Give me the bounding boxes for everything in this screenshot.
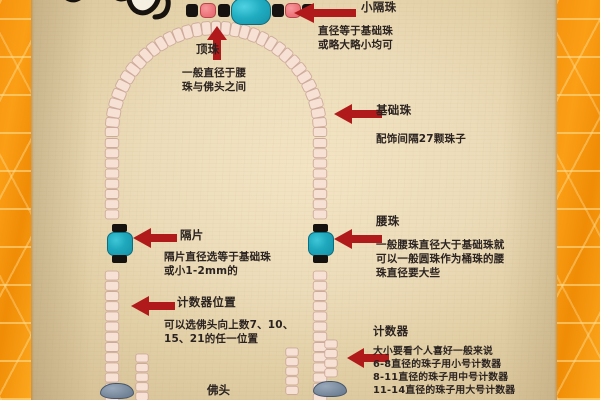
arrow-ding-zhu bbox=[207, 26, 227, 60]
yao-zhu-cap-bottom bbox=[313, 255, 328, 263]
annotation-ji-shu-qi: 计数器 bbox=[373, 324, 409, 339]
arrow-ge-pian bbox=[133, 228, 177, 248]
annotation-ding-zhu-body-wrap: 一般直径于腰 珠与佛头之间 bbox=[182, 66, 246, 94]
annotation-ge-pian-body-wrap: 隔片直径选等于基础珠 或小1-2mm的 bbox=[164, 250, 271, 278]
buddha-head-left bbox=[100, 383, 134, 399]
annotation-ji-chu-zhu-title: 基础珠 bbox=[376, 103, 412, 117]
annotation-ji-shu-qi-title: 计数器 bbox=[373, 324, 409, 338]
annotation-ge-pian: 隔片 bbox=[180, 228, 204, 243]
border-edge-right bbox=[554, 0, 557, 400]
cartoon-hand-illustration bbox=[50, 0, 176, 42]
annotation-yao-zhu: 腰珠 bbox=[376, 214, 400, 229]
annotation-ji-shu-qi-body: 大小要看个人喜好一般来说 6-8直径的珠子用小号计数器 8-11直径的珠子用中号… bbox=[373, 346, 516, 396]
yao-zhu-bead bbox=[308, 232, 334, 256]
border-strip-right bbox=[557, 0, 600, 400]
annotation-ding-zhu-body: 一般直径于腰 珠与佛头之间 bbox=[182, 67, 247, 94]
top-cluster-black-bead-left bbox=[186, 4, 198, 17]
annotation-xiao-ge-zhu: 小隔珠 bbox=[361, 0, 397, 15]
annotation-yao-zhu-body-wrap: 一般腰珠直径大于基础珠就 可以一般圆珠作为桶珠的腰 珠直径要大些 bbox=[376, 238, 504, 281]
arrow-ji-shu-qi bbox=[347, 348, 389, 368]
annotation-ji-chu-zhu-body: 配饰间隔27颗珠子 bbox=[376, 133, 466, 145]
annotation-ji-shu-qi-body-wrap: 大小要看个人喜好一般来说 6-8直径的珠子用小号计数器 8-11直径的珠子用中号… bbox=[373, 346, 515, 398]
arrow-ji-chu-zhu bbox=[334, 104, 382, 124]
annotation-ji-chu-zhu: 基础珠 bbox=[376, 103, 412, 118]
annotation-yao-zhu-body: 一般腰珠直径大于基础珠就 可以一般圆珠作为桶珠的腰 珠直径要大些 bbox=[376, 239, 505, 280]
arrow-ji-shu-qi-wei-zhi bbox=[131, 296, 175, 316]
label-fo-tou: 佛头 bbox=[207, 383, 230, 397]
top-cluster-black-bead-left2 bbox=[218, 4, 230, 17]
annotation-ge-pian-title: 隔片 bbox=[180, 228, 204, 242]
annotation-ji-shu-qi-wei-zhi-body-wrap: 可以选佛头向上数7、10、 15、21的任一位置 bbox=[164, 318, 294, 346]
annotation-ji-shu-qi-wei-zhi: 计数器位置 bbox=[177, 295, 236, 310]
ge-pian-cap-top bbox=[112, 224, 127, 232]
annotation-ji-shu-qi-wei-zhi-body: 可以选佛头向上数7、10、 15、21的任一位置 bbox=[164, 319, 294, 346]
annotation-yao-zhu-title: 腰珠 bbox=[376, 214, 400, 228]
arrow-yao-zhu bbox=[334, 229, 382, 249]
border-edge-left bbox=[31, 0, 34, 400]
arrow-xiao-ge-zhu bbox=[294, 3, 356, 23]
annotation-ji-shu-qi-wei-zhi-title: 计数器位置 bbox=[177, 295, 236, 309]
buddha-head-right bbox=[313, 381, 347, 397]
annotation-xiao-ge-zhu-body: 直径等于基础珠 或略大略小均可 bbox=[318, 25, 393, 52]
annotation-xiao-ge-zhu-body-wrap: 直径等于基础珠 或略大略小均可 bbox=[318, 24, 393, 52]
ge-pian-bead bbox=[107, 232, 133, 256]
annotation-ding-zhu-title: 顶珠 bbox=[196, 42, 220, 56]
annotation-ge-pian-body: 隔片直径选等于基础珠 或小1-2mm的 bbox=[164, 251, 271, 278]
annotation-xiao-ge-zhu-title: 小隔珠 bbox=[361, 0, 397, 14]
annotation-ding-zhu: 顶珠 bbox=[196, 42, 220, 57]
annotation-ji-chu-zhu-body-wrap: 配饰间隔27颗珠子 bbox=[376, 132, 466, 146]
top-cluster-pink-bead-left bbox=[200, 3, 216, 18]
top-cluster-black-bead-right bbox=[272, 4, 284, 17]
border-strip-left bbox=[0, 0, 31, 400]
top-bead-ding-zhu bbox=[231, 0, 271, 25]
ge-pian-cap-bottom bbox=[112, 255, 127, 263]
yao-zhu-cap-top bbox=[313, 224, 328, 232]
